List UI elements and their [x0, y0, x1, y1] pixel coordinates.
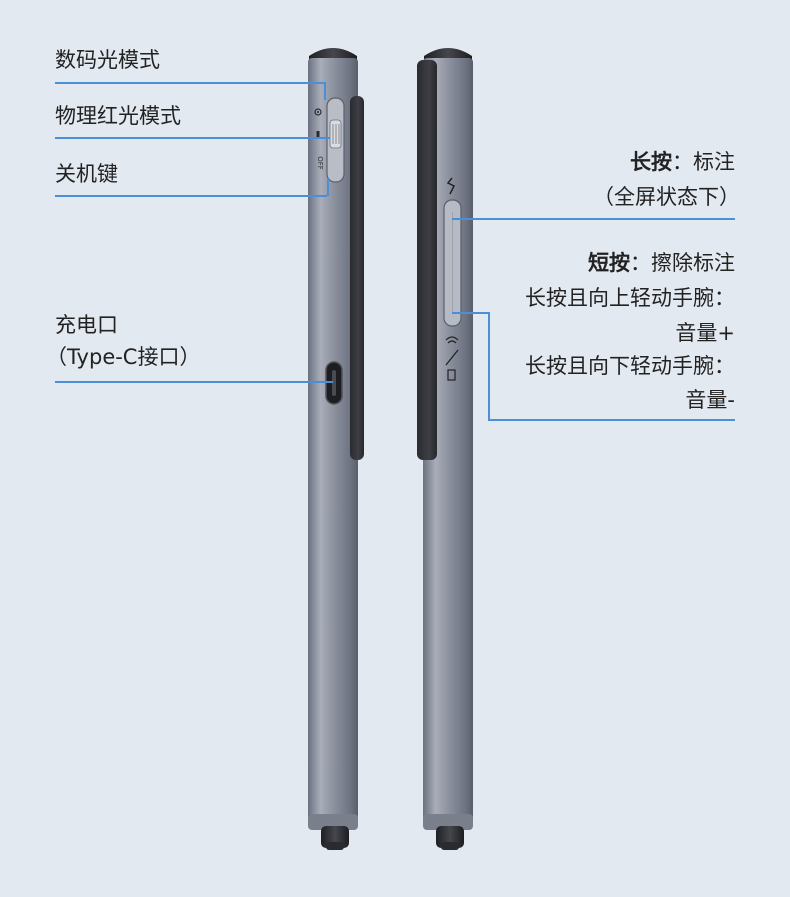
left-pen: OFF	[308, 48, 364, 850]
long-press-action: 标注	[693, 150, 735, 174]
label-short-press: 短按：擦除标注	[588, 251, 735, 275]
label-power-key: 关机键	[55, 162, 118, 186]
right-pen	[417, 48, 473, 850]
label-red-laser-mode: 物理红光模式	[55, 104, 181, 128]
callout-line-short-press-b	[488, 312, 490, 420]
annotate-icon	[446, 177, 456, 195]
label-charge-port-type: （Type-C接口）	[46, 345, 201, 369]
callout-line-power	[55, 195, 327, 197]
callout-line-red	[55, 137, 330, 139]
label-long-press-note: （全屏状态下）	[593, 185, 740, 209]
wrist-gesture-icon	[445, 336, 459, 341]
label-long-press: 长按：标注	[630, 150, 735, 174]
left-pen-grip	[350, 96, 364, 460]
label-digital-laser-mode: 数码光模式	[55, 48, 160, 72]
label-volume-down: 音量-	[685, 388, 735, 412]
label-volume-up: 音量+	[675, 321, 735, 345]
laser-mode-icon	[316, 131, 320, 139]
callout-line-digital	[55, 82, 325, 84]
callout-line-short-press-c	[488, 419, 735, 421]
callout-line-port	[55, 381, 333, 383]
right-pen-grip	[417, 60, 437, 460]
callout-line-power-vertical	[327, 178, 329, 196]
label-charge-port: 充电口	[55, 313, 118, 337]
long-press-title: 长按	[630, 150, 672, 174]
left-pen-body	[308, 58, 358, 828]
callout-line-long-press	[452, 218, 735, 220]
callout-line-digital-vertical	[324, 82, 326, 100]
digital-mode-icon	[314, 108, 322, 116]
off-mark: OFF	[316, 156, 324, 170]
erase-icon	[447, 369, 456, 381]
label-wrist-down: 长按且向下轻动手腕：	[525, 354, 735, 378]
callout-line-short-press-a	[452, 312, 489, 314]
short-press-action: 擦除标注	[651, 251, 735, 275]
label-wrist-up: 长按且向上轻动手腕：	[525, 286, 735, 310]
short-press-title: 短按	[588, 251, 630, 275]
